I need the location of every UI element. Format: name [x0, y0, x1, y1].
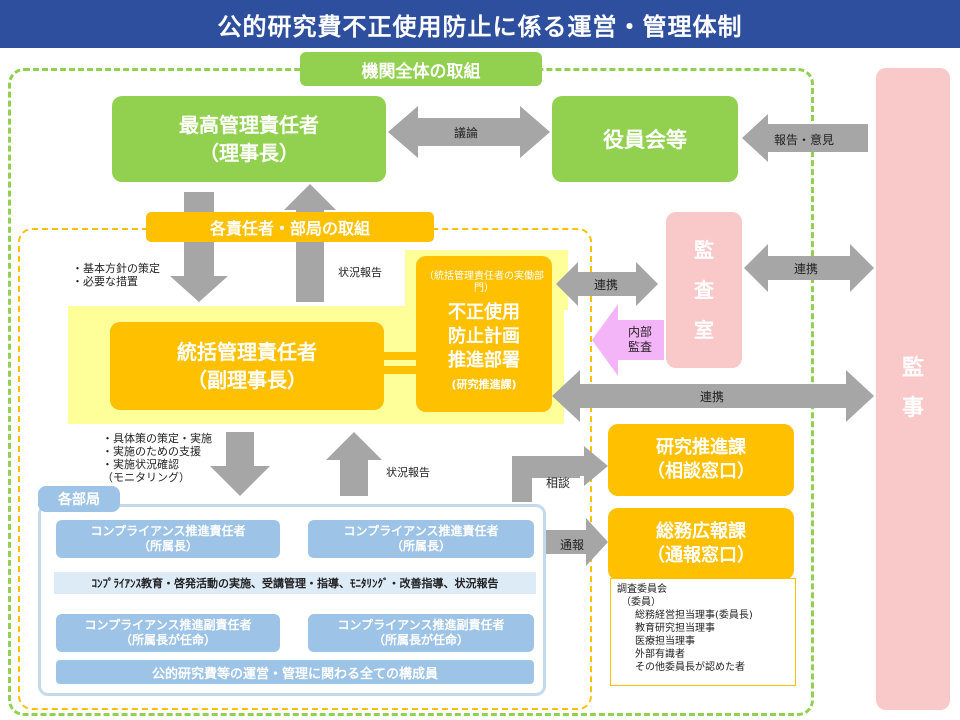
- auditor-char-1: 監: [901, 356, 924, 381]
- compliance-manager-2-role: （所属長）: [390, 539, 451, 553]
- measures-notes: ・具体策の策定・実施 ・実施のための支援 ・実施状況確認 （モニタリング）: [102, 432, 212, 484]
- cooperation-arrow-3: [552, 370, 874, 422]
- all-members-box: 公的研究費等の運営・管理に関わる全ての構成員: [56, 660, 534, 684]
- promotion-dept-box: （統括管理責任者の実働部門） 不正使用 防止計画 推進部署 (研究推進課): [416, 256, 552, 412]
- activities-bar: ｺﾝﾌﾟﾗｲｱﾝｽ教育・啓発活動の実施、受講管理・指導、ﾓﾆﾀﾘﾝｸﾞ・改善指導…: [54, 572, 536, 594]
- status-report-label-2: 状況報告: [386, 466, 430, 479]
- compliance-manager-1: コンプライアンス推進責任者 （所属長）: [56, 520, 280, 558]
- measures-down-arrow: [210, 432, 270, 496]
- status-up-arrow-1: [284, 184, 336, 302]
- general-division-box: 総務広報課 （通報窓口）: [608, 508, 794, 580]
- auditor-box: 監 事: [876, 68, 950, 710]
- auditor-char-2: 事: [901, 396, 924, 421]
- compliance-manager-1-role: （所属長）: [137, 539, 198, 553]
- audit-office-box: 監 査 室: [666, 212, 742, 368]
- research-division-sub: （相談窓口）: [647, 461, 755, 482]
- research-division-box: 研究推進課 （相談窓口）: [608, 424, 794, 496]
- cooperation-label-3: 連携: [700, 390, 725, 404]
- discussion-label: 議論: [454, 126, 479, 140]
- policy-down-arrow: [170, 192, 228, 302]
- audit-office-char-3: 室: [694, 318, 714, 342]
- top-manager-role: （理事長）: [199, 141, 299, 165]
- committee-sub: （委員）: [621, 597, 661, 608]
- promotion-note: （統括管理責任者の実働部門）: [424, 271, 544, 294]
- dept-efforts-label: 各責任者・部局の取組: [146, 212, 434, 242]
- connector-bar-2: [384, 366, 416, 374]
- cooperation-label-1: 連携: [594, 278, 619, 292]
- report-opinion-arrow: [742, 114, 868, 162]
- audit-office-char-2: 査: [694, 278, 714, 302]
- status-up-arrow-2: [326, 432, 382, 496]
- report-opinion-label: 報告・意見: [774, 133, 835, 147]
- committee-member: 教育研究担当理事: [635, 623, 715, 634]
- promotion-line-2: 防止計画: [448, 326, 520, 347]
- general-manager-role: （副理事長）: [187, 368, 307, 392]
- general-manager-box: 統括管理責任者 （副理事長）: [110, 322, 384, 410]
- deputy-manager-1: コンプライアンス推進副責任者 （所属長が任命）: [56, 614, 280, 652]
- notify-arrow: [546, 518, 608, 566]
- committee-box: 調査委員会 （委員） 総務経営担当理事(委員長) 教育研究担当理事 医療担当理事…: [610, 578, 796, 686]
- status-report-label-1: 状況報告: [338, 266, 382, 279]
- compliance-manager-2: コンプライアンス推進責任者 （所属長）: [308, 520, 534, 558]
- connector-bar-1: [384, 352, 416, 360]
- committee-member: その他委員長が認めた者: [635, 662, 745, 673]
- research-division-title: 研究推進課: [656, 437, 746, 458]
- deputy-manager-2-title: コンプライアンス推進副責任者: [337, 618, 505, 632]
- promotion-line-1: 不正使用: [448, 302, 520, 323]
- committee-title: 調査委員会: [617, 584, 667, 595]
- measures-note-3: ・実施状況確認: [102, 458, 179, 471]
- audit-office-char-1: 監: [694, 238, 714, 262]
- internal-audit-line-1: 内部: [627, 325, 652, 339]
- consult-arrow-head: [512, 446, 608, 500]
- cooperation-arrow-1: [556, 262, 658, 306]
- general-manager-title: 統括管理責任者: [177, 340, 317, 364]
- measures-note-1: ・具体策の策定・実施: [102, 432, 212, 445]
- internal-audit-label: 内部 監査: [618, 322, 662, 358]
- measures-note-4: （モニタリング）: [102, 471, 190, 484]
- cooperation-label-2: 連携: [794, 262, 819, 276]
- deputy-manager-1-title: コンプライアンス推進副責任者: [84, 618, 252, 632]
- cooperation-arrow-2: [744, 244, 874, 292]
- general-division-sub: （通報窓口）: [647, 545, 755, 566]
- deputy-manager-2: コンプライアンス推進副責任者 （所属長が任命）: [308, 614, 534, 652]
- internal-audit-arrow: [592, 304, 664, 376]
- discussion-arrow: [388, 106, 550, 158]
- measures-note-2: ・実施のための支援: [102, 445, 201, 458]
- consult-label: 相談: [546, 476, 571, 490]
- deputy-manager-2-role: （所属長が任命）: [372, 633, 469, 647]
- internal-audit-line-2: 監査: [627, 340, 652, 354]
- top-manager-box: 最高管理責任者 （理事長）: [112, 96, 386, 182]
- compliance-manager-2-title: コンプライアンス推進責任者: [343, 524, 499, 538]
- committee-member: 医療担当理事: [635, 636, 695, 647]
- departments-label: 各部局: [38, 486, 120, 512]
- compliance-manager-1-title: コンプライアンス推進責任者: [90, 524, 246, 538]
- promotion-line-3: 推進部署: [448, 350, 520, 371]
- policy-note-1: ・基本方針の策定: [72, 262, 160, 275]
- org-wide-label: 機関全体の取組: [300, 52, 542, 86]
- committee-member: 総務経営担当理事(委員長): [635, 610, 753, 621]
- deputy-manager-1-role: （所属長が任命）: [119, 633, 216, 647]
- policy-note-2: ・必要な措置: [72, 275, 138, 288]
- top-manager-title: 最高管理責任者: [179, 113, 319, 137]
- policy-notes: ・基本方針の策定 ・必要な措置: [72, 262, 160, 288]
- committee-member: 外部有識者: [635, 649, 685, 660]
- page-title: 公的研究費不正使用防止に係る運営・管理体制: [0, 0, 960, 48]
- board-box: 役員会等: [552, 96, 738, 182]
- promotion-sub: (研究推進課): [451, 378, 517, 391]
- notify-label: 通報: [560, 538, 585, 552]
- general-division-title: 総務広報課: [656, 521, 746, 542]
